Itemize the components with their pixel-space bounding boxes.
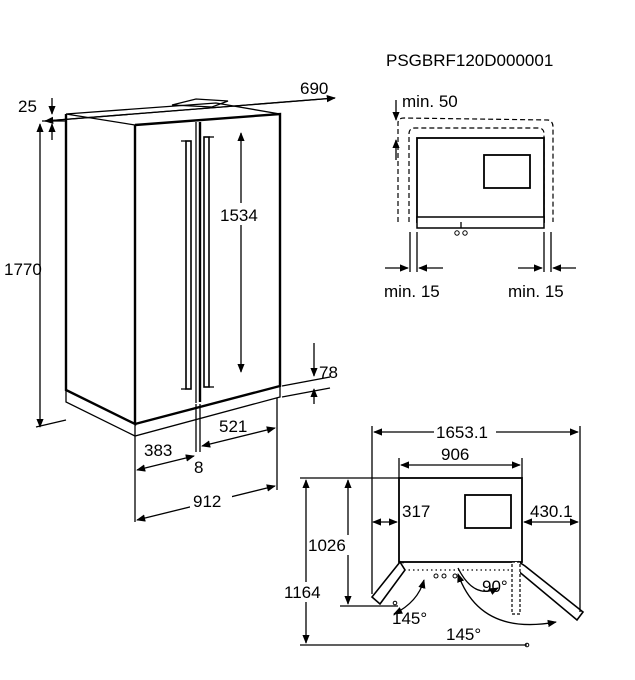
label-angle-right-open: 145° (446, 625, 481, 644)
label-door-height: 1534 (220, 206, 258, 225)
dim-top-gap: 25 (18, 97, 66, 140)
door-swing-plan: 1653.1 906 317 430.1 1026 1164 145° 90° … (282, 422, 585, 648)
label-right-swing: 430.1 (530, 502, 573, 521)
model-code: PSGBRF120D000001 (386, 51, 553, 70)
label-base-height: 78 (319, 363, 338, 382)
label-angle-left: 145° (392, 609, 427, 628)
clearance-diagram: min. 50 min. 15 min. 15 (384, 92, 576, 301)
label-top-gap: 25 (18, 97, 37, 116)
dim-height: 1770 (2, 123, 67, 428)
label-left-door: 383 (144, 441, 172, 460)
dim-depth: 690 (44, 79, 336, 124)
label-depth-open: 1164 (284, 583, 321, 602)
label-height: 1770 (4, 260, 42, 279)
label-body-width: 906 (441, 445, 469, 464)
label-clearance-top: min. 50 (402, 92, 458, 111)
fridge-drawing (64, 98, 282, 437)
label-overall-width: 1653.1 (436, 423, 488, 442)
dim-widths: 383 8 521 912 (134, 398, 278, 522)
label-clearance-right: min. 15 (508, 282, 564, 301)
label-clearance-left: min. 15 (384, 282, 440, 301)
label-depth: 690 (300, 79, 328, 98)
label-width: 912 (193, 492, 221, 511)
label-right-door: 521 (219, 417, 247, 436)
label-left-swing: 317 (402, 502, 430, 521)
dim-base-height: 78 (281, 343, 338, 404)
label-depth-closed: 1026 (308, 536, 346, 555)
label-angle-right: 90° (482, 577, 508, 596)
label-gap: 8 (194, 458, 203, 477)
dim-door-height: 1534 (218, 132, 264, 373)
